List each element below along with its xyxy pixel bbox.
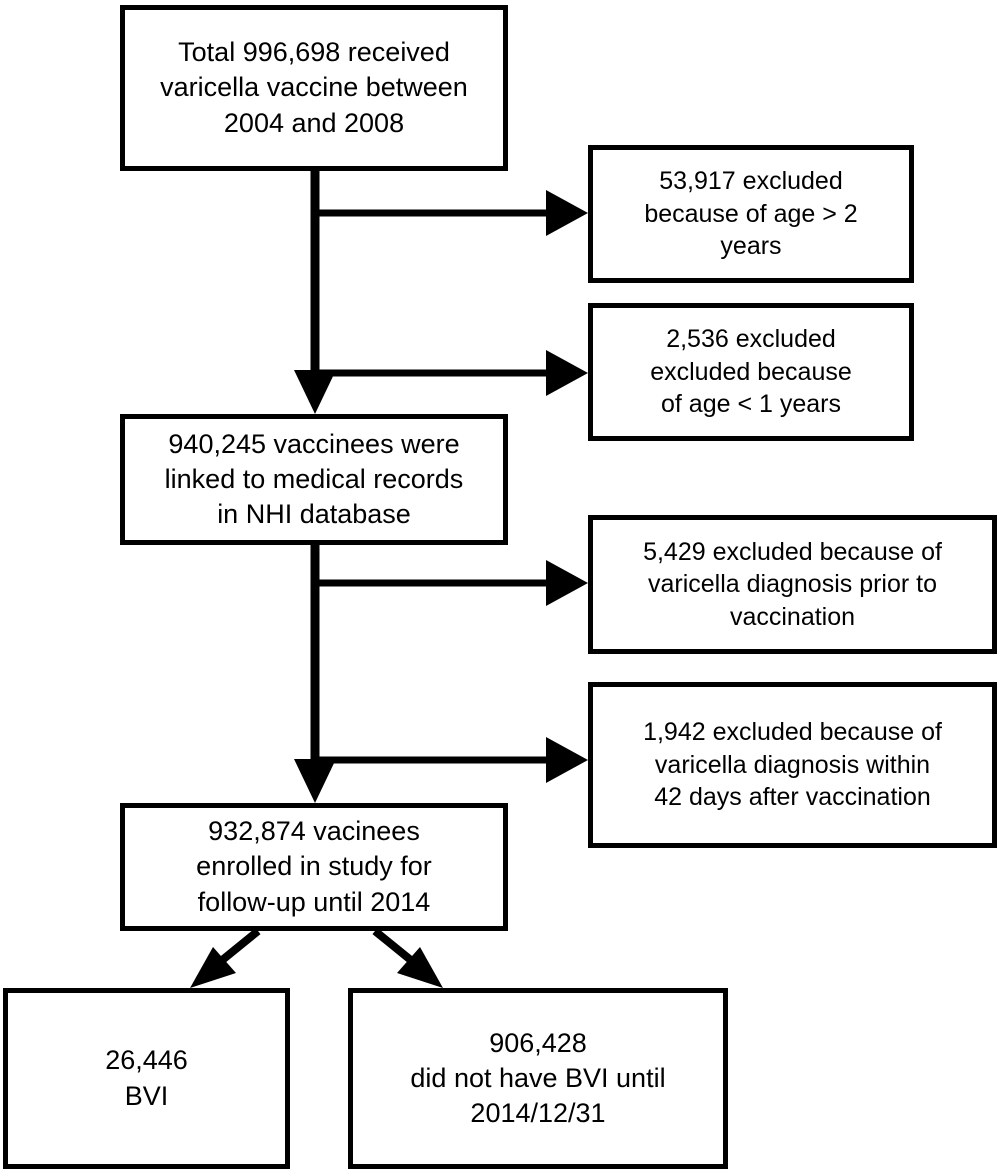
node-enrolled-cohort: 932,874 vacinees enrolled in study for f… <box>120 803 508 931</box>
node-excluded-prior-diagnosis-label: 5,429 excluded because of varicella diag… <box>643 537 942 631</box>
node-outcome-no-bvi-label: 906,428 did not have BVI until 2014/12/3… <box>410 1027 666 1129</box>
node-excluded-age-under-1-label: 2,536 excluded excluded because of age <… <box>650 325 852 419</box>
edge-linked-to-enrolled <box>294 545 336 803</box>
node-total-received: Total 996,698 received varicella vaccine… <box>120 5 508 171</box>
node-excluded-within-42-days-label: 1,942 excluded because of varicella diag… <box>643 718 942 812</box>
node-excluded-within-42-days: 1,942 excluded because of varicella diag… <box>588 682 997 848</box>
node-enrolled-cohort-label: 932,874 vacinees enrolled in study for f… <box>196 816 432 917</box>
node-outcome-no-bvi: 906,428 did not have BVI until 2014/12/3… <box>348 988 728 1169</box>
node-outcome-bvi: 26,446 BVI <box>3 988 290 1169</box>
edge-enrolled-to-no-bvi <box>372 927 443 988</box>
edge-linked-to-excluded-prior-diagnosis <box>315 560 588 606</box>
edge-enrolled-to-bvi <box>190 927 261 988</box>
node-outcome-bvi-label: 26,446 BVI <box>105 1045 188 1111</box>
node-excluded-prior-diagnosis: 5,429 excluded because of varicella diag… <box>588 515 997 654</box>
edge-total-to-linked <box>294 171 336 414</box>
node-linked-medical-records-label: 940,245 vaccinees were linked to medical… <box>164 428 464 530</box>
node-excluded-age-under-1: 2,536 excluded excluded because of age <… <box>588 303 914 441</box>
edge-total-to-excluded-age-under-1 <box>315 350 588 396</box>
node-linked-medical-records: 940,245 vaccinees were linked to medical… <box>120 414 508 545</box>
node-excluded-age-over-2-label: 53,917 excluded because of age > 2 years <box>644 167 858 261</box>
edge-total-to-excluded-age-over-2 <box>315 190 588 236</box>
node-total-received-label: Total 996,698 received varicella vaccine… <box>160 37 468 138</box>
node-excluded-age-over-2: 53,917 excluded because of age > 2 years <box>588 145 914 283</box>
edge-linked-to-excluded-within-42-days <box>315 737 588 783</box>
